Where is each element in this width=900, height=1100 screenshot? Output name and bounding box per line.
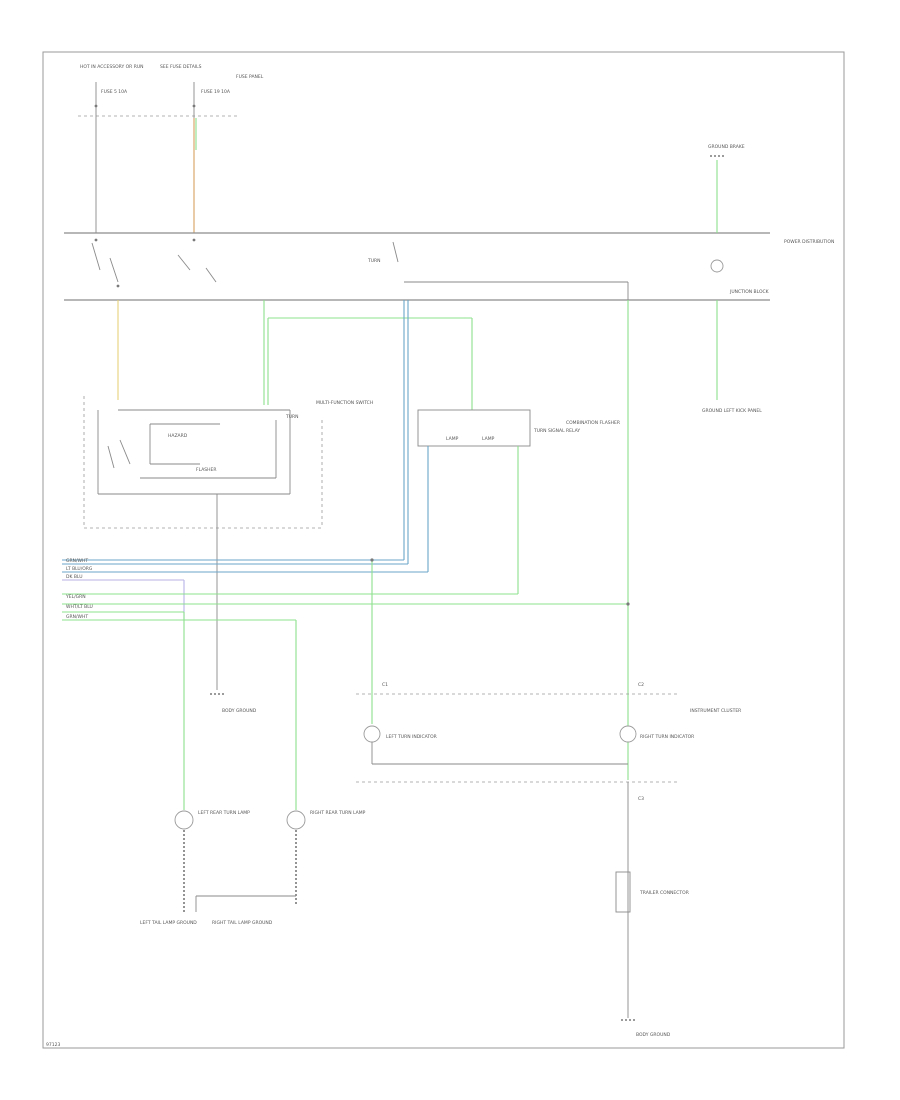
ignition-switch-group — [91, 238, 399, 288]
power-dist-label: POWER DISTRIBUTION — [784, 239, 834, 245]
header-note-2: SEE FUSE DETAILS — [160, 64, 202, 70]
wire-label-2: LT BLU/ORG — [66, 566, 93, 572]
fuse-2-label: FUSE 19 10A — [201, 89, 231, 95]
connector-c1: C1 — [382, 682, 388, 688]
wire-label-1: GRN/WHT — [66, 558, 88, 564]
fuse-box-label: FUSE PANEL — [236, 74, 264, 80]
wire-label-4: YEL/GRN — [65, 594, 86, 600]
left-rear-lamp — [174, 810, 194, 830]
multi-function-switch-label: MULTI-FUNCTION SWITCH — [316, 400, 373, 406]
wire-label-6: GRN/WHT — [66, 614, 88, 620]
left-rear-lamp-label: LEFT REAR TURN LAMP — [198, 810, 250, 816]
diagram-frame — [42, 51, 845, 1049]
combination-flasher-label: COMBINATION FLASHER — [566, 420, 620, 426]
connector-c3: C3 — [638, 796, 644, 802]
combination-flasher-box — [417, 409, 531, 447]
left-turn-indicator-lamp — [363, 725, 381, 743]
fuse-1-label: FUSE 5 10A — [101, 89, 128, 95]
fuse-2-circuit — [192, 82, 197, 233]
trailer-connector-box — [615, 871, 631, 913]
right-turn-indicator-label: RIGHT TURN INDICATOR — [640, 734, 694, 740]
multi-function-switch — [97, 409, 291, 495]
lamp-module-1: LAMP — [446, 436, 459, 442]
right-ground-label: RIGHT TAIL LAMP GROUND — [212, 920, 273, 926]
turn-label: TURN — [285, 414, 299, 420]
hazard-label: HAZARD — [168, 433, 188, 439]
wire-label-3: DK BLU — [66, 574, 83, 580]
fuse-1-circuit — [94, 82, 98, 233]
connector-c2: C2 — [638, 682, 644, 688]
turn-signal-relay-label: TURN SIGNAL RELAY — [533, 428, 580, 434]
wire-label-5: WHT/LT BLU — [66, 604, 93, 610]
lamp-module-2: LAMP — [482, 436, 495, 442]
footer-code: 97123 — [46, 1042, 60, 1048]
left-turn-indicator-label: LEFT TURN INDICATOR — [386, 734, 437, 740]
flasher-label: FLASHER — [196, 467, 217, 473]
right-turn-indicator-lamp — [619, 725, 637, 743]
junction-indicator-lamp — [710, 259, 724, 273]
right-rear-lamp-label: RIGHT REAR TURN LAMP — [310, 810, 366, 816]
trailer-connector-label: TRAILER CONNECTOR — [639, 890, 689, 896]
instrument-cluster-label: INSTRUMENT CLUSTER — [690, 708, 741, 714]
right-rear-lamp — [286, 810, 306, 830]
switch-label-1: TURN — [367, 258, 381, 264]
header-note: HOT IN ACCESSORY OR RUN — [80, 64, 144, 70]
junction-label: JUNCTION BLOCK — [729, 289, 770, 295]
ground-top-label: GROUND BRAKE — [708, 144, 745, 150]
left-ground-label: LEFT TAIL LAMP GROUND — [140, 920, 197, 926]
ground-right-label: GROUND LEFT KICK PANEL — [702, 408, 762, 414]
body-ground-label: BODY GROUND — [222, 708, 257, 714]
bottom-ground-label: BODY GROUND — [636, 1032, 671, 1038]
